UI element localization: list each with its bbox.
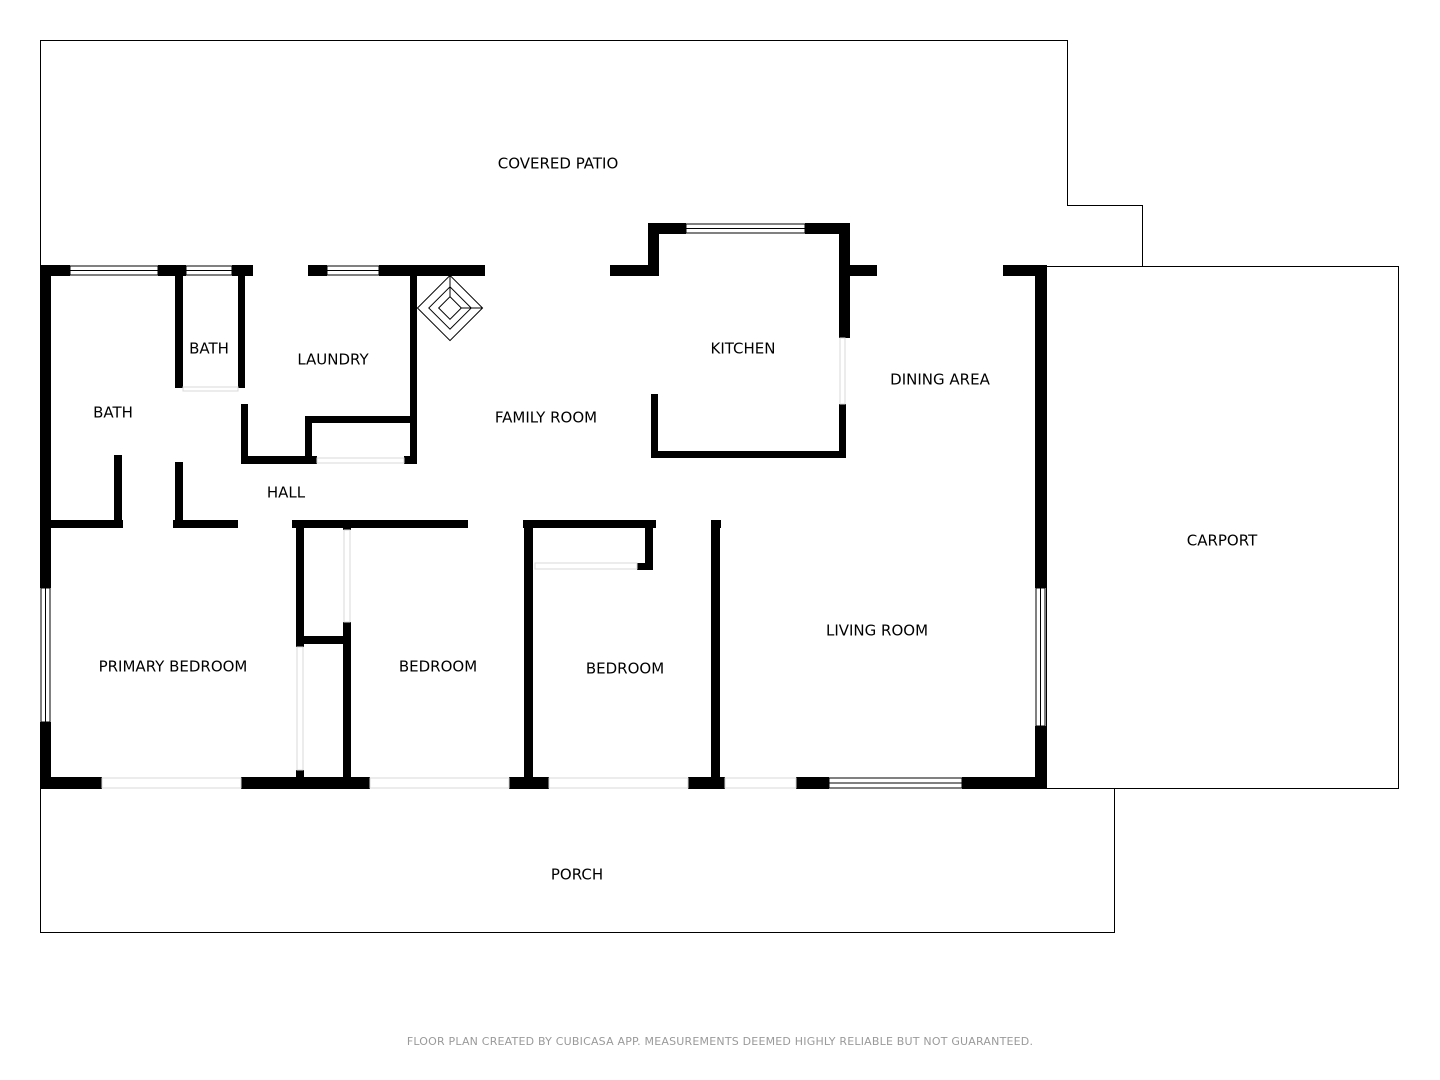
wall-bath-divider-lower [175, 462, 183, 528]
wall-bedroom2-closet-end [637, 563, 653, 570]
carport-outline [1046, 266, 1399, 789]
wall-laundry-bottom-left [241, 456, 317, 464]
wall-south-6 [962, 777, 1047, 789]
wall-east-upper [1035, 265, 1047, 588]
window-bath1-north [69, 265, 159, 276]
disclaimer-footer: FLOOR PLAN CREATED BY CUBICASA APP. MEAS… [406, 1035, 1034, 1048]
window-bath2-north [185, 265, 233, 276]
openings [101, 337, 846, 789]
outlines [40, 40, 1399, 933]
wall-bedroom1-left [343, 622, 351, 789]
opening-primary-closet [296, 646, 304, 771]
window-primary-west [40, 587, 51, 723]
opening-bedroom2-south [548, 777, 689, 789]
wall-kitchen-right-upper [839, 223, 850, 338]
wall-primary-stub [296, 770, 304, 789]
wall-bedroom2-left [524, 520, 533, 789]
opening-bedroom1-south [369, 777, 510, 789]
wall-kitchen-right-lower [839, 404, 846, 458]
porch-outline [40, 788, 1115, 933]
wall-kitchen-top-right [805, 223, 850, 234]
label-bedroom-2: BEDROOM [586, 660, 664, 678]
wall-hall-south-4 [523, 520, 656, 528]
room-labels: COVERED PATIO BATH BATH LAUNDRY KITCHEN … [93, 155, 1258, 884]
wall-bedroom2-right [711, 520, 720, 789]
wall-laundry-right [410, 276, 417, 464]
wall-bath1-stub [114, 455, 122, 528]
wall-laundry-closet-left [305, 416, 312, 464]
wall-laundry-bottom-right [404, 456, 417, 464]
wall-kitchen-left-lower [651, 394, 658, 458]
label-hall: HALL [267, 484, 306, 502]
label-family-room: FAMILY ROOM [495, 409, 597, 427]
covered-patio-outline [40, 40, 1143, 267]
walls [40, 223, 1047, 789]
wall-hall-south-3 [292, 520, 468, 528]
wall-west-lower [40, 722, 51, 789]
opening-kitchen-east [839, 337, 846, 405]
label-living-room: LIVING ROOM [826, 622, 928, 640]
opening-living-south [724, 777, 797, 789]
wall-north-7 [839, 265, 877, 276]
opening-primary-south [101, 777, 242, 789]
wall-bath2-right [238, 266, 245, 388]
windows [40, 223, 1046, 789]
wall-kitchen-left-upper [648, 223, 659, 276]
wall-north-2 [158, 265, 186, 276]
wall-bedroom2-closet-right [645, 520, 653, 570]
fireplace-icon [416, 274, 484, 342]
wall-north-8 [1003, 265, 1047, 276]
wall-south-2 [241, 777, 370, 789]
wall-south-5 [796, 777, 829, 789]
window-living-south [828, 777, 963, 789]
label-primary-bedroom: PRIMARY BEDROOM [99, 658, 248, 676]
wall-north-1 [40, 265, 70, 276]
wall-east-lower [1035, 726, 1047, 789]
wall-north-6 [610, 265, 658, 276]
opening-laundry-closet [316, 457, 405, 464]
wall-primary-closet-left [296, 520, 304, 647]
label-carport: CARPORT [1187, 532, 1258, 550]
label-bath-1: BATH [93, 404, 133, 422]
wall-laundry-closet-top [305, 416, 417, 423]
label-dining-area: DINING AREA [890, 371, 990, 389]
label-covered-patio: COVERED PATIO [498, 155, 619, 173]
window-laundry-north [326, 265, 380, 276]
wall-bedroom1-closet-top [343, 528, 351, 530]
wall-bath-divider [175, 266, 183, 388]
wall-primary-closet-mid [296, 636, 350, 644]
label-kitchen: KITCHEN [711, 340, 776, 358]
window-kitchen-north [685, 223, 806, 234]
wall-kitchen-bottom [651, 451, 846, 458]
wall-hall-south-1 [40, 520, 123, 528]
opening-bath2-door [182, 386, 239, 392]
opening-bedroom2-closet [534, 562, 638, 570]
window-living-east [1035, 587, 1046, 727]
wall-north-4 [308, 265, 327, 276]
label-bedroom-1: BEDROOM [399, 658, 477, 676]
opening-bedroom1-closet [343, 529, 351, 623]
label-bath-2: BATH [189, 340, 229, 358]
wall-hall-south-2 [173, 520, 238, 528]
wall-south-1 [40, 777, 102, 789]
wall-kitchen-top-left [648, 223, 686, 234]
label-laundry: LAUNDRY [297, 351, 369, 369]
label-porch: PORCH [551, 866, 603, 884]
wall-bath2-right-lower [241, 404, 248, 462]
wall-west-upper [40, 266, 51, 588]
wall-north-5 [379, 265, 485, 276]
